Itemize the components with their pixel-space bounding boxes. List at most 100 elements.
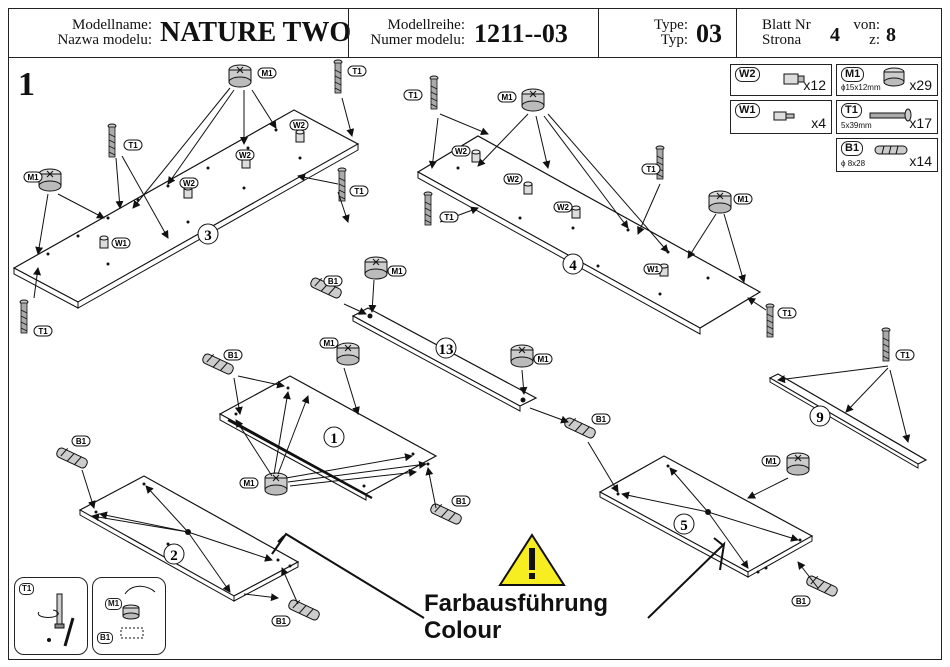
screw-icon (423, 191, 433, 226)
cam-lock-icon (521, 88, 545, 112)
panel-13 (351, 307, 538, 412)
of-value: 8 (886, 24, 896, 46)
screw-icon (107, 123, 117, 158)
part-tag-w2: W2 (239, 151, 252, 160)
panel-5 (598, 455, 814, 578)
screw-icon (333, 59, 343, 94)
pin-w1-icon (773, 111, 795, 121)
hand-cam-icon (120, 585, 156, 639)
part-tag-b1: B1 (76, 437, 87, 446)
sheet-value: 4 (830, 24, 840, 46)
screw-t1-icon (869, 108, 912, 122)
series-label: Modellreihe: Numer modelu: (370, 17, 465, 48)
part-tag-b1: B1 (796, 597, 807, 606)
detail-cam-box: M1 B1 (92, 577, 166, 655)
type-label: Type: Typ: (654, 17, 688, 48)
part-tag-t1: T1 (444, 213, 454, 222)
screwdriver-icon (37, 593, 75, 647)
screw-icon (19, 299, 29, 334)
part-tag-m1: M1 (323, 339, 335, 348)
pin-icon (99, 235, 109, 249)
holes (46, 128, 802, 574)
panel-3-marker (197, 223, 219, 245)
assembly-arrows (33, 87, 911, 605)
screw-icon (429, 75, 439, 110)
cam-lock-icon (264, 472, 288, 496)
pin-icon (571, 205, 581, 219)
part-tag-t1: T1 (128, 141, 138, 150)
pin-icon (523, 181, 533, 195)
part-tag-m1: M1 (391, 267, 403, 276)
panel-4-marker (562, 253, 584, 275)
cam-lock-icon (364, 256, 388, 280)
sheet-label: Blatt Nr Strona (762, 17, 811, 48)
panel-9-number: 9 (816, 410, 824, 426)
panel-1-number: 1 (330, 431, 338, 447)
panel-9 (768, 373, 928, 469)
panel-3-number: 3 (204, 228, 212, 244)
detail-screw-box: T1 (14, 577, 88, 655)
cam-lock-icon (708, 190, 732, 214)
part-tag-b1: B1 (596, 415, 607, 424)
part-tag-t1: T1 (38, 327, 48, 336)
part-tag-m1: M1 (737, 195, 749, 204)
dowel-b1-icon (874, 145, 908, 155)
part-tag-m1: M1 (765, 457, 777, 466)
warning-icon (498, 533, 566, 586)
part-tag-t1: T1 (782, 309, 792, 318)
part-tag-m1: M1 (27, 173, 39, 182)
part-tag-w2: W2 (557, 203, 570, 212)
part-tag-t1: T1 (352, 67, 362, 76)
part-tag-w2: W2 (507, 175, 520, 184)
part-tag-b1: B1 (276, 617, 287, 626)
cam-lock-icon (336, 342, 360, 366)
screw-icon (765, 303, 775, 338)
part-tag-b1: B1 (456, 497, 467, 506)
part-tag-m1: M1 (243, 479, 255, 488)
model-name: NATURE TWO (160, 17, 352, 48)
step-number: 1 (18, 66, 35, 103)
colour-note: Farbausführung Colour (424, 590, 608, 644)
part-tag-m1: M1 (537, 355, 549, 364)
assembly-drawing: 3 4 13 1 2 5 9 M1 T1 W2 W2 W2 T1 M1 W1 T… (12, 59, 928, 627)
detail-tag-b1: B1 (97, 632, 114, 644)
title-block: Modellname: Nazwa modelu: NATURE TWO Mod… (8, 8, 942, 58)
part-tag-w2: W2 (455, 147, 468, 156)
panel-4-number: 4 (569, 258, 577, 274)
panel-5-number: 5 (680, 518, 688, 534)
part-tag-b1: B1 (328, 277, 339, 286)
part-tag-w1: W1 (647, 265, 660, 274)
series-value: 1211--03 (474, 19, 568, 48)
cam-lock-icon (510, 344, 534, 368)
part-tag-w2: W2 (293, 121, 306, 130)
part-tag-m1: M1 (501, 93, 513, 102)
drawing-frame (8, 8, 942, 660)
part-tag-b1: B1 (228, 351, 239, 360)
panel-2-number: 2 (170, 548, 178, 564)
cam-lock-icon (786, 452, 810, 476)
cam-lock-icon (228, 64, 252, 88)
pin-icon (295, 129, 305, 143)
part-tag-t1: T1 (900, 351, 910, 360)
dowel-icon (54, 446, 90, 470)
model-name-label: Modellname: Nazwa modelu: (57, 17, 152, 48)
panel-13-number: 13 (439, 342, 454, 358)
panel-1-marker (323, 426, 345, 448)
legend-b1: B1 ϕ 8x28 x14 (836, 138, 938, 172)
of-label: von: z: (853, 17, 880, 48)
dowel-icon (286, 598, 322, 622)
panel-9-marker (809, 405, 831, 427)
part-tag-m1: M1 (261, 69, 273, 78)
panel-5-marker (673, 513, 695, 535)
detail-tag-t1: T1 (19, 583, 35, 595)
panel-3 (12, 109, 360, 309)
part-tag-w2: W2 (183, 179, 196, 188)
panel-13-marker (435, 337, 457, 359)
pin-icon (471, 149, 481, 163)
part-tag-t1: T1 (408, 91, 418, 100)
cam-m1-icon (883, 67, 905, 87)
type-value: 03 (696, 19, 722, 48)
part-tag-t1: T1 (646, 165, 656, 174)
cam-lock-icon (38, 168, 62, 192)
panel-2-marker (163, 543, 185, 565)
